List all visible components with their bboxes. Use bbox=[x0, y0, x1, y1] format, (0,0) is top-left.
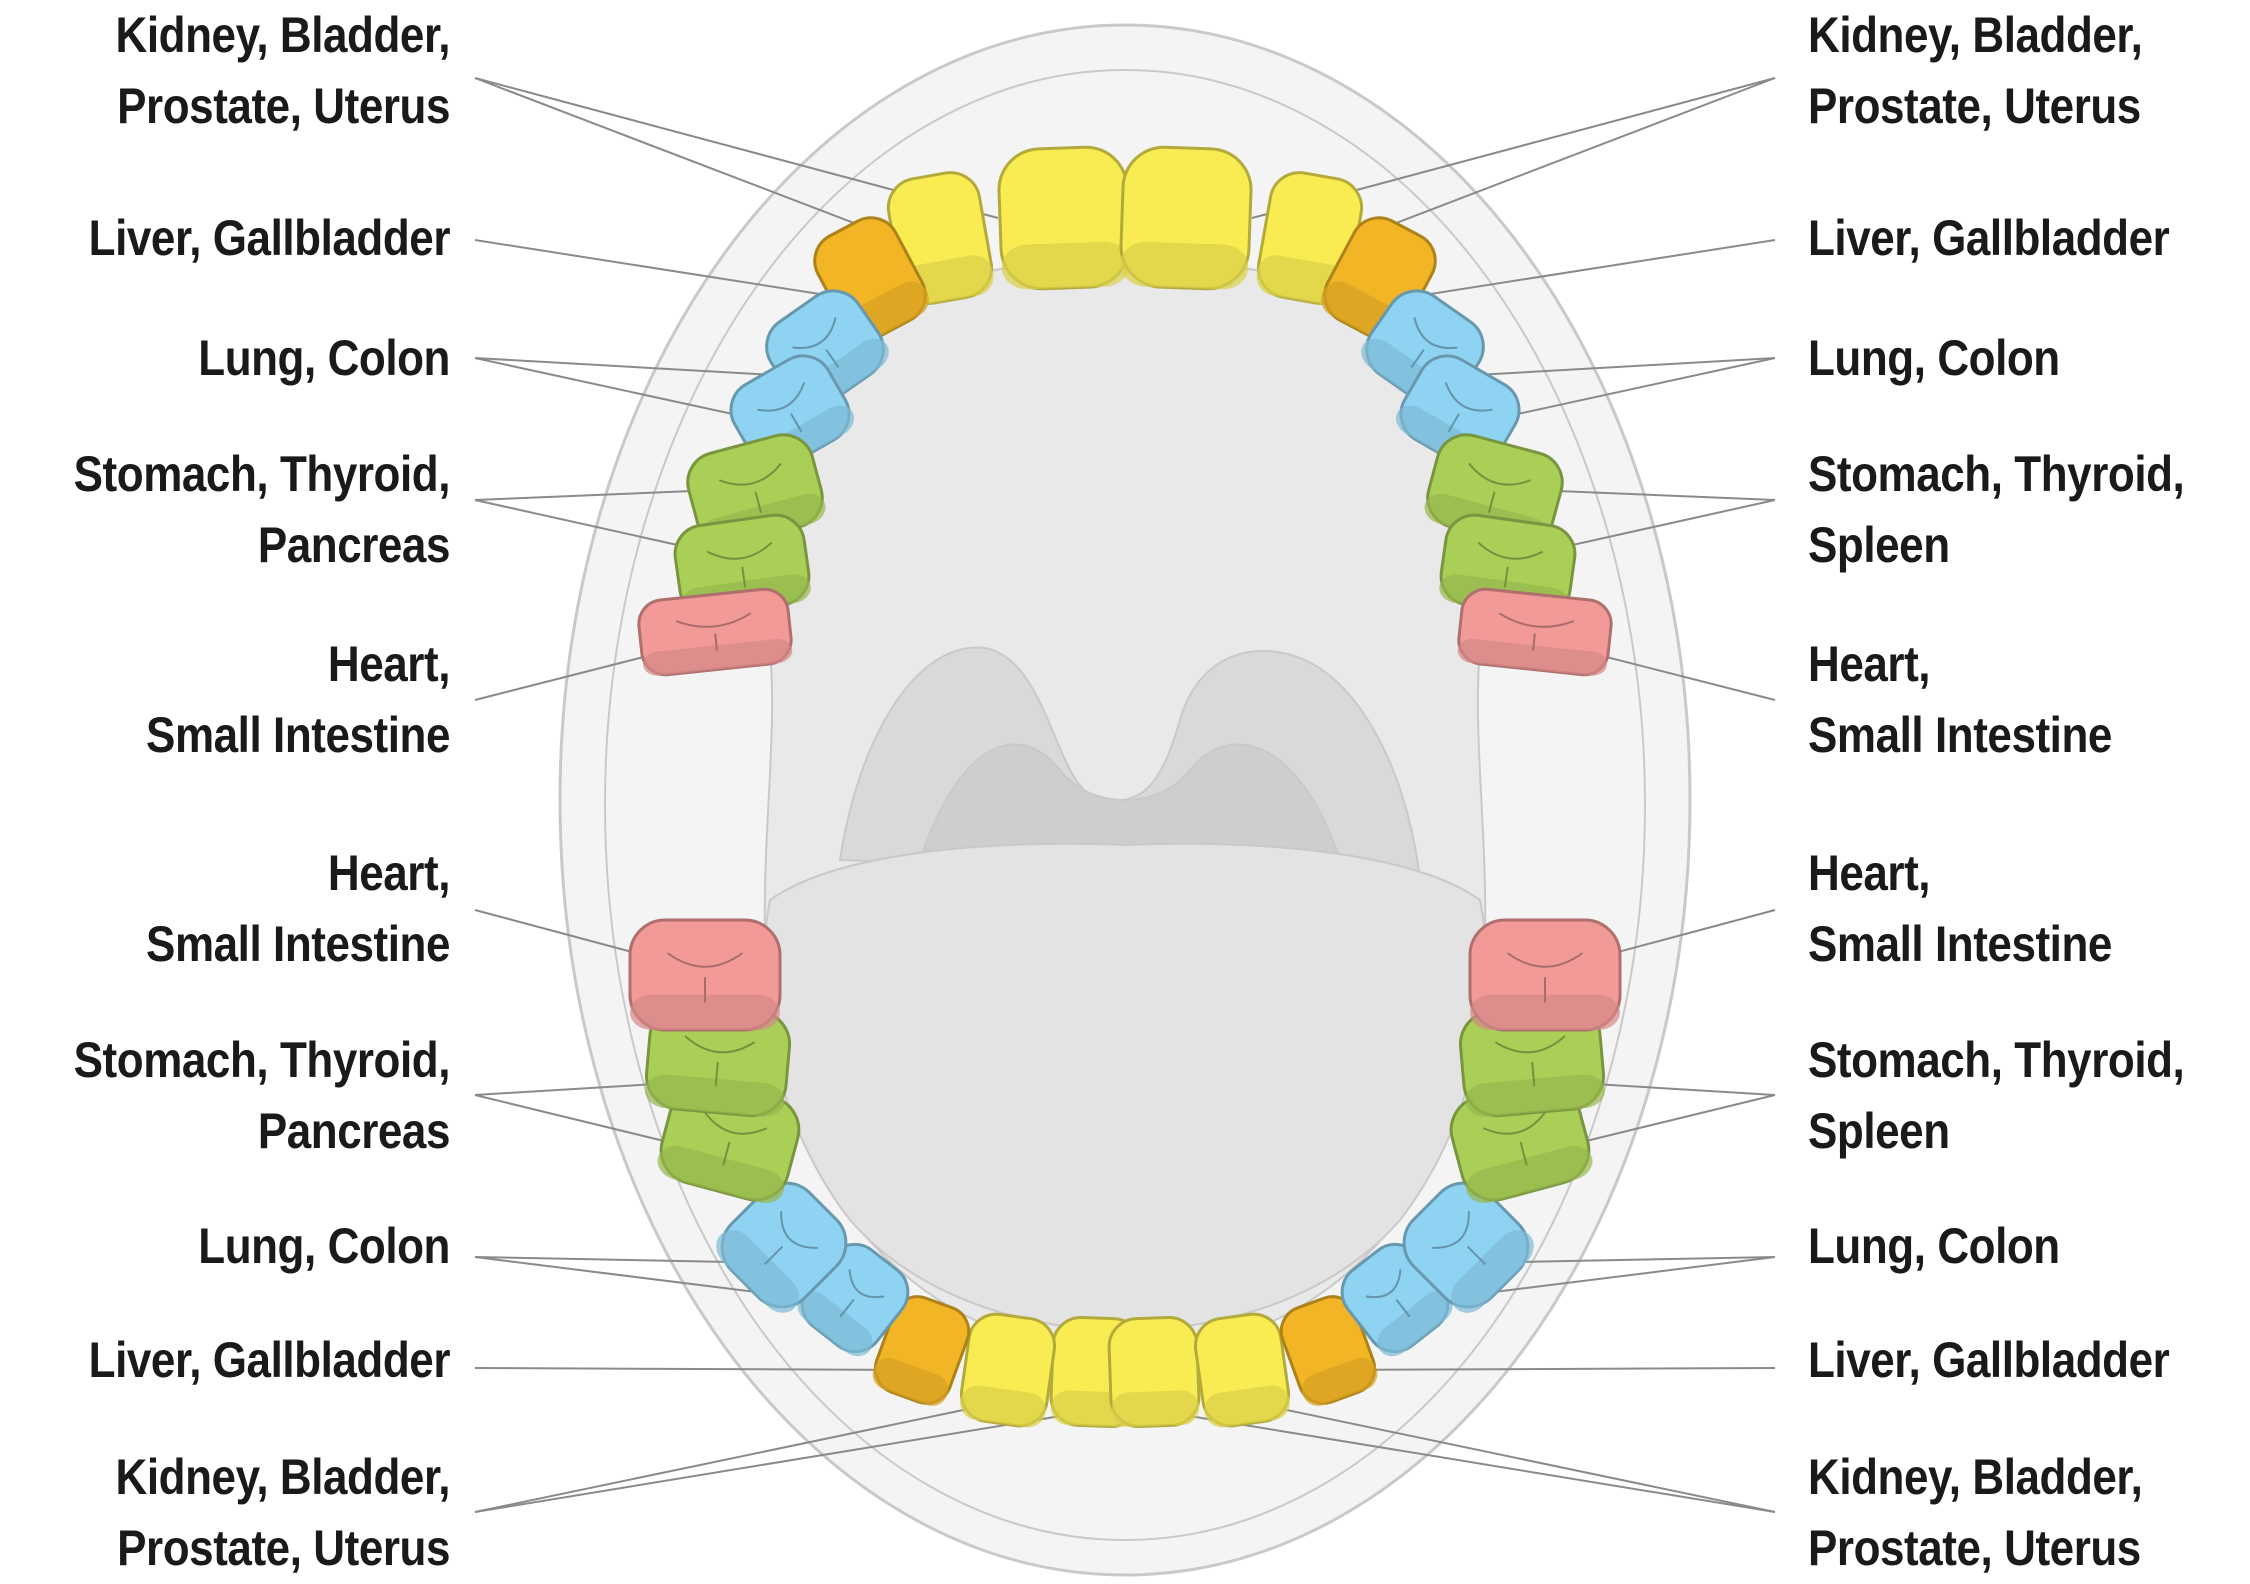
label-line: Heart, bbox=[63, 629, 450, 700]
left-label-upper-stomach: Stomach, Thyroid, Pancreas bbox=[63, 439, 450, 581]
lower-tooth-right-1-incisor-yellow bbox=[1108, 1316, 1200, 1427]
right-label-upper-lung: Lung, Colon bbox=[1808, 323, 2195, 394]
right-label-lower-liver: Liver, Gallbladder bbox=[1808, 1325, 2195, 1396]
right-label-lower-kidney: Kidney, Bladder, Prostate, Uterus bbox=[1808, 1442, 2195, 1584]
label-line: Spleen bbox=[1808, 1096, 2195, 1167]
label-line: Heart, bbox=[1808, 838, 2195, 909]
label-line: Small Intestine bbox=[63, 909, 450, 980]
label-line: Heart, bbox=[1808, 629, 2195, 700]
lower-tooth-right-8-wisdom-red bbox=[1470, 920, 1620, 1030]
label-line: Stomach, Thyroid, bbox=[1808, 439, 2195, 510]
upper-tooth-right-8-wisdom-red bbox=[1456, 587, 1613, 677]
left-label-lower-heart: Heart, Small Intestine bbox=[63, 838, 450, 980]
left-label-lower-lung: Lung, Colon bbox=[63, 1211, 450, 1282]
upper-tooth-left-1-incisor-yellow bbox=[998, 146, 1131, 290]
right-label-upper-liver: Liver, Gallbladder bbox=[1808, 203, 2195, 274]
label-line: Kidney, Bladder, bbox=[63, 1442, 450, 1513]
label-line: Small Intestine bbox=[1808, 700, 2195, 771]
tooth-side-shade bbox=[1111, 1390, 1200, 1428]
label-line: Pancreas bbox=[63, 510, 450, 581]
left-label-upper-lung: Lung, Colon bbox=[63, 323, 450, 394]
label-line: Kidney, Bladder, bbox=[63, 0, 450, 71]
lower-tooth-left-8-wisdom-red bbox=[630, 920, 780, 1030]
label-line: Liver, Gallbladder bbox=[1808, 1325, 2195, 1396]
label-line: Small Intestine bbox=[1808, 909, 2195, 980]
label-line: Lung, Colon bbox=[63, 323, 450, 394]
left-label-lower-liver: Liver, Gallbladder bbox=[63, 1325, 450, 1396]
upper-tooth-right-1-incisor-yellow bbox=[1120, 146, 1253, 290]
label-line: Small Intestine bbox=[63, 700, 450, 771]
label-line: Prostate, Uterus bbox=[1808, 1513, 2195, 1584]
left-label-lower-stomach: Stomach, Thyroid, Pancreas bbox=[63, 1025, 450, 1167]
right-label-upper-stomach: Stomach, Thyroid, Spleen bbox=[1808, 439, 2195, 581]
upper-tooth-left-8-wisdom-red bbox=[636, 587, 793, 677]
left-label-upper-liver: Liver, Gallbladder bbox=[63, 203, 450, 274]
label-line: Stomach, Thyroid, bbox=[1808, 1025, 2195, 1096]
left-label-upper-kidney: Kidney, Bladder, Prostate, Uterus bbox=[63, 0, 450, 142]
label-line: Prostate, Uterus bbox=[63, 71, 450, 142]
lower-tooth-left-2-incisor-yellow bbox=[958, 1311, 1058, 1430]
label-line: Lung, Colon bbox=[1808, 1211, 2195, 1282]
right-label-lower-heart: Heart, Small Intestine bbox=[1808, 838, 2195, 980]
right-label-lower-stomach: Stomach, Thyroid, Spleen bbox=[1808, 1025, 2195, 1167]
label-line: Lung, Colon bbox=[63, 1211, 450, 1282]
tooth-side-shade bbox=[1001, 241, 1130, 290]
label-line: Stomach, Thyroid, bbox=[63, 1025, 450, 1096]
label-line: Liver, Gallbladder bbox=[63, 1325, 450, 1396]
label-line: Kidney, Bladder, bbox=[1808, 1442, 2195, 1513]
tooth-side-shade bbox=[1120, 241, 1249, 290]
label-line: Kidney, Bladder, bbox=[1808, 0, 2195, 71]
label-line: Lung, Colon bbox=[1808, 323, 2195, 394]
label-line: Liver, Gallbladder bbox=[63, 203, 450, 274]
left-label-lower-kidney: Kidney, Bladder, Prostate, Uterus bbox=[63, 1442, 450, 1584]
label-line: Stomach, Thyroid, bbox=[63, 439, 450, 510]
right-label-upper-kidney: Kidney, Bladder, Prostate, Uterus bbox=[1808, 0, 2195, 142]
label-line: Prostate, Uterus bbox=[63, 1513, 450, 1584]
label-line: Spleen bbox=[1808, 510, 2195, 581]
label-line: Liver, Gallbladder bbox=[1808, 203, 2195, 274]
label-line: Pancreas bbox=[63, 1096, 450, 1167]
right-label-lower-lung: Lung, Colon bbox=[1808, 1211, 2195, 1282]
label-line: Prostate, Uterus bbox=[1808, 71, 2195, 142]
label-line: Heart, bbox=[63, 838, 450, 909]
lower-tooth-right-2-incisor-yellow bbox=[1192, 1311, 1292, 1430]
left-label-upper-heart: Heart, Small Intestine bbox=[63, 629, 450, 771]
right-label-upper-heart: Heart, Small Intestine bbox=[1808, 629, 2195, 771]
